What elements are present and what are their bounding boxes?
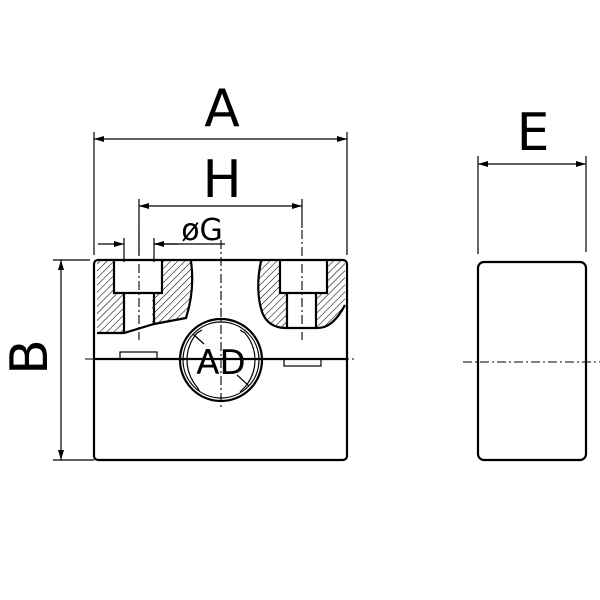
pipe-bore: AD [85,240,355,410]
dimension-a: A [93,79,348,255]
side-view-outline [476,260,588,462]
bolt-hole-right [257,230,346,340]
dimension-b-label: B [0,339,60,375]
bolt-hole-left [97,230,194,340]
dimension-e: E [477,103,587,254]
dimension-a-label: A [204,79,240,139]
dimension-g: øG [98,213,225,262]
dimension-b: B [0,259,94,461]
dimension-h: H [138,150,303,255]
dimension-g-label: øG [181,213,223,248]
section-hatch-left [97,261,193,333]
front-view: AD [85,230,355,462]
dimension-e-label: E [517,103,550,163]
pipe-diameter-label: AD [196,343,245,383]
side-view [463,260,600,462]
dimension-h-label: H [202,150,241,210]
